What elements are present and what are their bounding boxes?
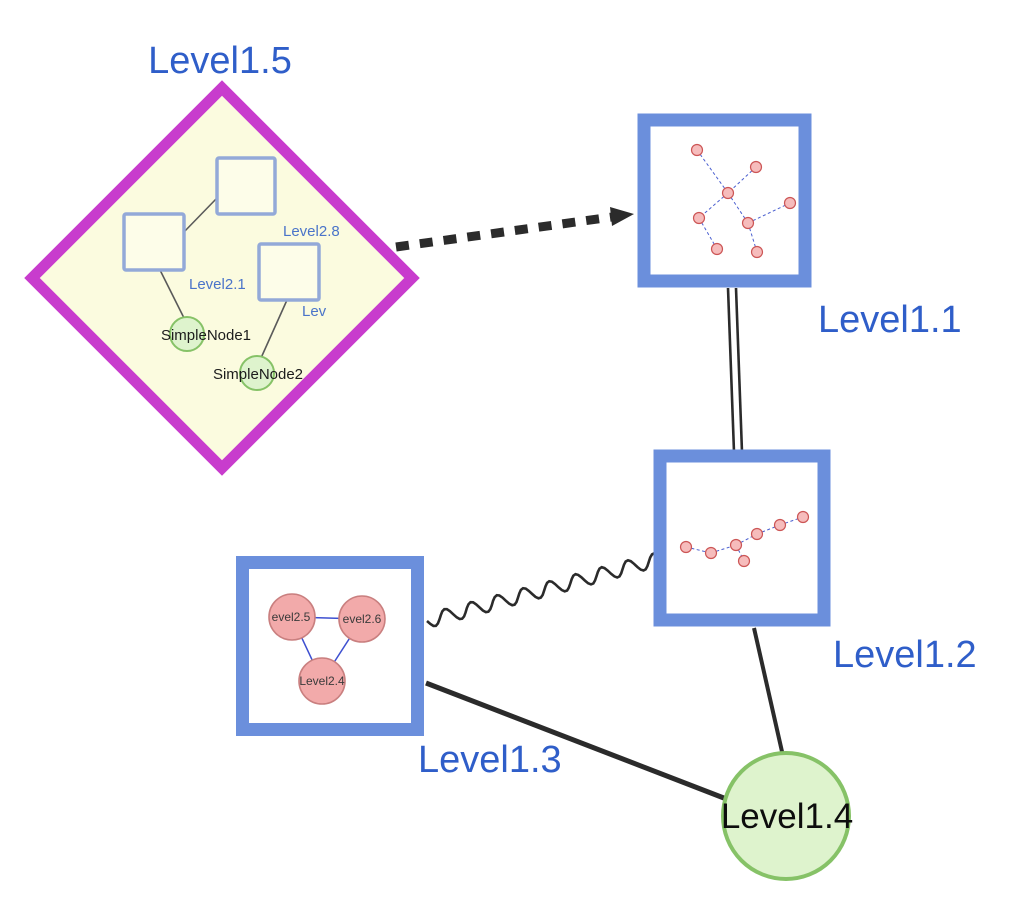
label-level11: Level1.1 <box>818 299 962 341</box>
label-level24: Level2.4 <box>299 674 345 688</box>
mini-node[interactable] <box>796 510 810 524</box>
mini-node[interactable] <box>710 242 724 256</box>
edge-level13-level14[interactable] <box>425 680 730 803</box>
level13-mini-network: evel2.5 evel2.6 Level2.4 <box>268 593 386 705</box>
arrowhead-icon <box>610 207 634 226</box>
mini-node[interactable] <box>750 527 764 541</box>
label-level14: Level1.4 <box>721 797 853 836</box>
label-lev: Lev <box>302 303 327 320</box>
mini-node[interactable] <box>749 160 763 174</box>
node-level26[interactable] <box>338 595 386 643</box>
node-level28-square[interactable] <box>215 156 277 216</box>
edge-level11-level12-double[interactable] <box>726 287 744 453</box>
mini-node[interactable] <box>721 186 735 200</box>
edge-level13-level12-wavy[interactable] <box>426 552 655 628</box>
mini-node[interactable] <box>692 211 706 225</box>
mini-node[interactable] <box>729 538 743 552</box>
mini-node[interactable] <box>750 245 764 259</box>
level12-mini-network <box>679 510 810 568</box>
mini-node[interactable] <box>737 554 751 568</box>
node-level25[interactable] <box>268 593 316 641</box>
edge-level12-level14[interactable] <box>752 627 785 757</box>
mini-node[interactable] <box>741 216 755 230</box>
node-level12-square[interactable] <box>653 449 831 627</box>
label-level25: evel2.5 <box>272 610 311 624</box>
node-level21-square[interactable] <box>122 212 186 272</box>
label-level13: Level1.3 <box>418 739 562 781</box>
node-level24[interactable] <box>298 657 346 705</box>
node-level13-square[interactable] <box>236 556 424 736</box>
node-level14-circle[interactable] <box>721 751 851 881</box>
node-lev-square[interactable] <box>257 242 321 302</box>
mini-node[interactable] <box>704 546 718 560</box>
mini-node[interactable] <box>690 143 704 157</box>
label-level12: Level1.2 <box>833 634 977 676</box>
edge-level21-simplenode1[interactable] <box>159 269 186 321</box>
label-level28: Level2.8 <box>283 223 340 240</box>
label-level21: Level2.1 <box>189 276 246 293</box>
node-simplenode1[interactable] <box>169 316 205 352</box>
mini-node[interactable] <box>773 518 787 532</box>
mini-node[interactable] <box>679 540 693 554</box>
edge-level21-level28[interactable] <box>182 197 218 234</box>
node-level11-square[interactable] <box>637 113 812 288</box>
label-level26: evel2.6 <box>343 612 382 626</box>
node-level15-diamond[interactable] <box>24 80 420 476</box>
node-simplenode2[interactable] <box>239 355 275 391</box>
label-level15: Level1.5 <box>148 40 292 82</box>
label-simplenode2: SimpleNode2 <box>213 366 303 383</box>
level11-mini-network <box>690 143 797 259</box>
label-simplenode1: SimpleNode1 <box>161 327 251 344</box>
edge-level15-level11-dashed-arrow[interactable] <box>395 212 613 252</box>
edge-lev-simplenode2[interactable] <box>260 299 288 359</box>
mini-node[interactable] <box>783 196 797 210</box>
